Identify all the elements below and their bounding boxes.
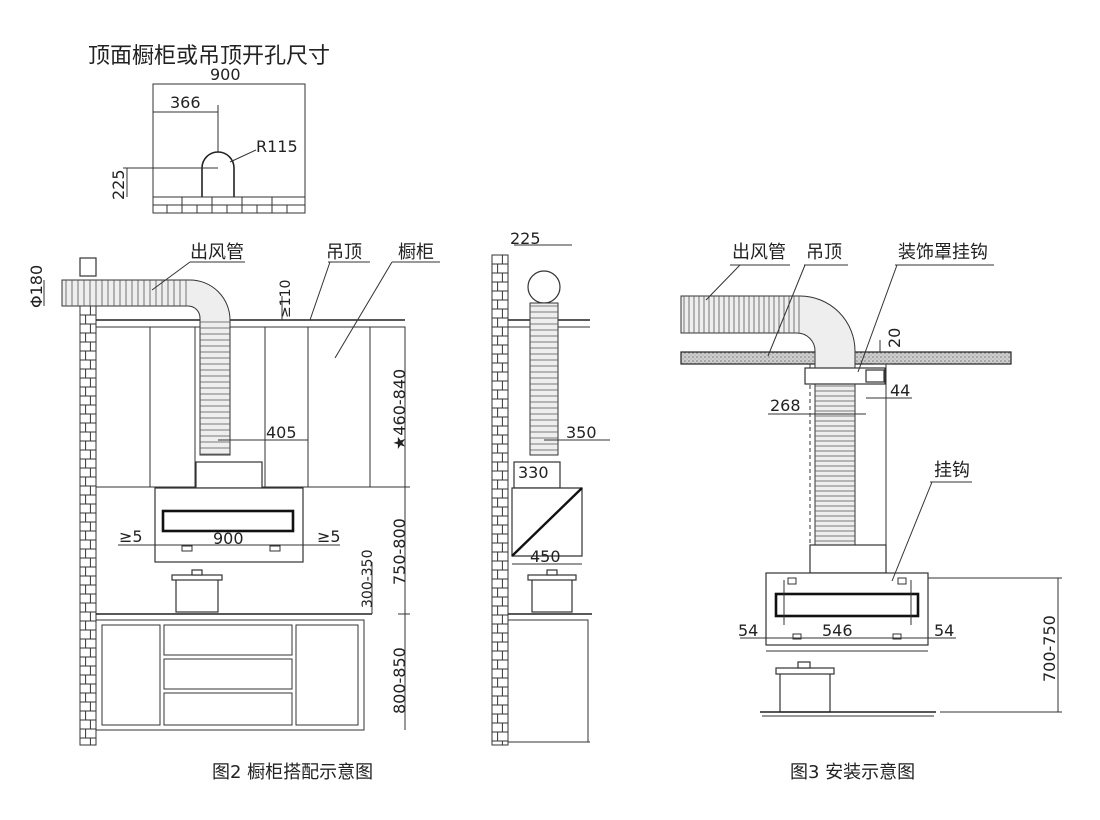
dim-offset-label: 366 — [170, 93, 201, 112]
side-view-diagram: 225 350 330 450 — [491, 229, 610, 746]
side-base-cabinet — [507, 619, 589, 743]
radius-leader-line — [229, 149, 257, 163]
fig3-duct-bend — [680, 295, 856, 383]
top-cutout-diagram: 顶面橱柜或吊顶开孔尺寸 900 366 R115 225 — [88, 44, 330, 214]
fig3-dim-center-label: 546 — [822, 621, 853, 640]
side-duct-dia-label: 225 — [510, 229, 541, 248]
fig2-left-gap-label: ≥5 — [119, 527, 143, 546]
fig2-caption: 图2 橱柜搭配示意图 — [212, 762, 373, 783]
fig2-diameter-label: Φ180 — [27, 265, 46, 308]
dim-radius-label: R115 — [256, 137, 298, 156]
fig2-duct-label: 出风管 — [190, 242, 244, 263]
fig3-height-label: 700-750 — [1040, 615, 1059, 682]
fig3-dim-right-label: 54 — [934, 621, 954, 640]
fig3-dim-44-label: 44 — [890, 381, 910, 400]
top-diagram-title: 顶面橱柜或吊顶开孔尺寸 — [88, 44, 330, 69]
side-top-depth-label: 330 — [518, 463, 549, 482]
fig2-counter-height-label: 800-850 — [390, 647, 409, 714]
fig2-pot — [171, 569, 223, 613]
fig3-installation-diagram: 20 44 268 54 546 54 700-750 出风管 — [680, 242, 1062, 783]
fig3-dim-268-label: 268 — [770, 396, 801, 415]
fig3-dim-20-label: 20 — [885, 328, 904, 348]
fig2-cabinet-label: 橱柜 — [398, 242, 434, 263]
fig2-hood-width-label: 900 — [213, 529, 244, 548]
fig3-hood-light-strip — [774, 592, 920, 618]
fig2-base-cabinets — [95, 619, 365, 731]
fig3-duct-label: 出风管 — [732, 242, 786, 263]
fig2-gap-top-label: ≥110 — [278, 280, 294, 318]
side-duct-length-label: 350 — [566, 423, 597, 442]
fig3-cover-hook-bracket — [804, 367, 886, 385]
fig3-vertical-duct — [814, 373, 856, 547]
fig3-caption: 图3 安装示意图 — [790, 762, 915, 783]
side-view-brick-wall — [491, 254, 509, 746]
fig2-ceiling-label: 吊顶 — [326, 242, 362, 263]
arched-hole-outline — [201, 151, 235, 197]
side-duct — [529, 302, 559, 456]
fig2-cabinet-height-label: ★460-840 — [390, 369, 409, 450]
fig3-ceiling-label: 吊顶 — [806, 242, 842, 263]
dim-height-label: 225 — [109, 169, 128, 200]
cutout-brick-row — [152, 196, 306, 214]
side-bottom-depth-label: 450 — [530, 547, 561, 566]
fig2-duct — [61, 257, 231, 456]
fig2-pot-height-label: 300-350 — [360, 550, 376, 609]
fig2-hood-chimney — [195, 461, 263, 489]
fig3-hook-cover-label: 装饰罩挂钩 — [898, 242, 988, 263]
fig2-hood-height-label: 750-800 — [390, 518, 409, 585]
fig2-hood-light-strip — [161, 509, 295, 533]
fig2-right-gap-label: ≥5 — [317, 527, 341, 546]
fig2-cabinet-diagram: 900 ≥5 ≥5 405 ★460-840 750-800 800-850 3… — [27, 242, 440, 783]
fig2-duct-offset-label: 405 — [266, 423, 297, 442]
fig3-dim-left-label: 54 — [738, 621, 758, 640]
side-duct-end — [527, 270, 561, 304]
dim-width-label: 900 — [210, 65, 241, 84]
fig2-brick-wall — [79, 305, 97, 746]
fig3-hook-label: 挂钩 — [934, 460, 970, 481]
